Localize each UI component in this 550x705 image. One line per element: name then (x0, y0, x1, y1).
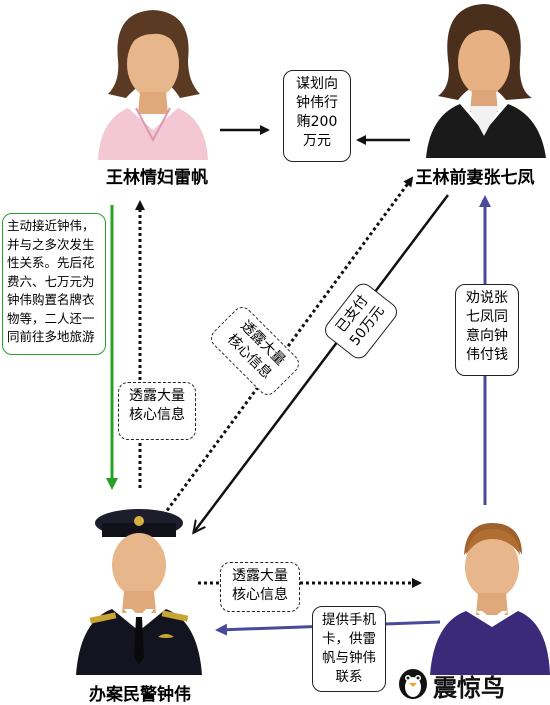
arrow-paid (194, 194, 449, 532)
box-leak-left: 透露大量 核心信息 (118, 382, 196, 440)
box-persuade: 劝说张 七凤同 意向钟 伟付钱 (455, 284, 519, 376)
label-leifan: 王林情妇雷帆 (106, 168, 208, 188)
man-figure-zhang-relative (430, 523, 550, 675)
box-leak-bottom: 透露大量 核心信息 (220, 562, 300, 612)
police-figure-zhongwei (76, 509, 202, 675)
penguin-logo-icon (399, 669, 427, 699)
box-plan-bribe: 谋划向 钟伟行 贿200 万元 (283, 70, 351, 162)
badge-icon (134, 516, 144, 526)
box-seduce: 主动接近钟伟， 并与之多次发生 性关系。先后花 费六、七万元为 钟伟购置名牌衣 … (2, 213, 106, 355)
label-zhongwei: 办案民警钟伟 (89, 685, 191, 705)
box-provide-phone: 提供手机 卡，供雷 帆与钟伟 联系 (312, 606, 386, 692)
label-zhang: 王林前妻张七凤 (415, 168, 535, 188)
brand-name: 震惊鸟 (433, 674, 505, 702)
woman-figure-leifan (98, 10, 208, 160)
woman-figure-zhang (426, 4, 546, 158)
